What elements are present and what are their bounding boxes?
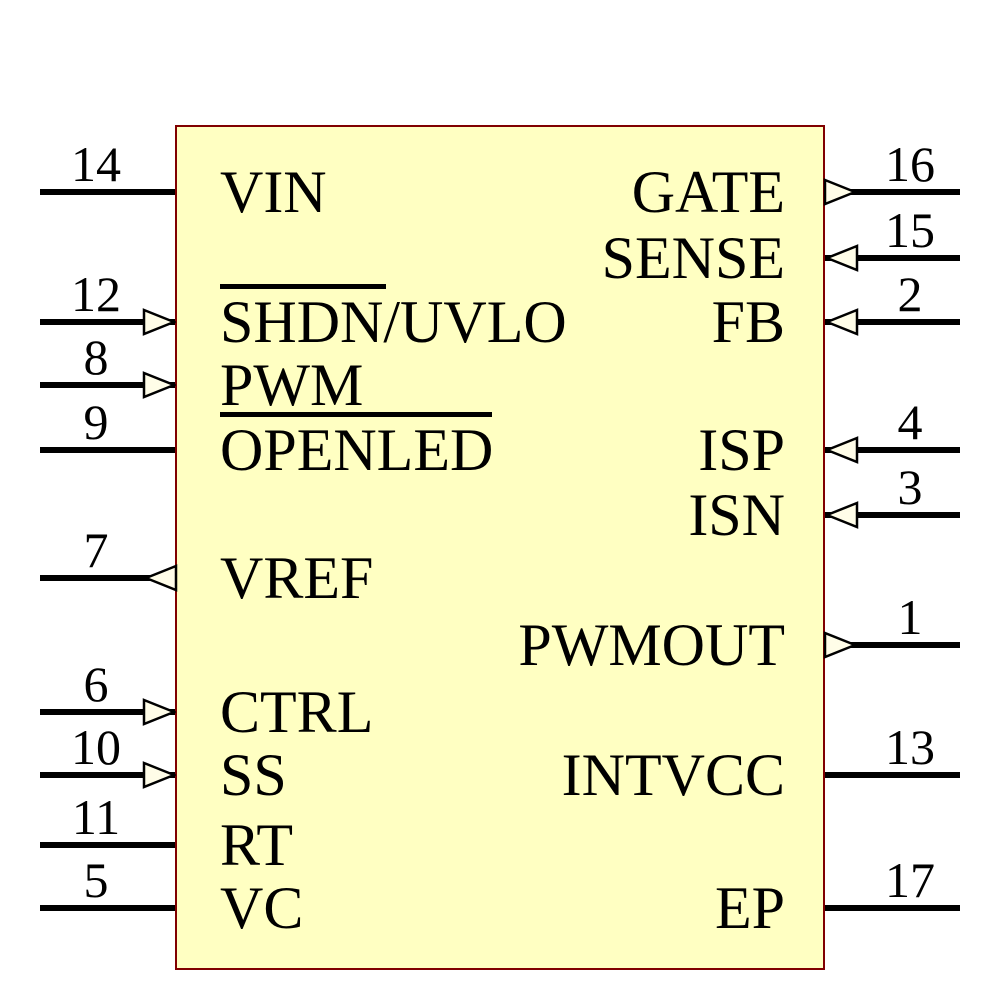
pin-number: 14 — [71, 136, 121, 192]
overline-bar — [220, 412, 492, 417]
pin-label: INTVCC — [561, 742, 785, 808]
pin-line[interactable] — [825, 905, 960, 911]
overline-bar — [220, 284, 386, 289]
pin-label: GATE — [631, 159, 785, 225]
pin-label: VREF — [220, 545, 374, 611]
input-arrow-icon — [825, 244, 859, 272]
pin-line[interactable] — [825, 189, 960, 195]
input-arrow-icon — [825, 308, 859, 336]
pin-line[interactable] — [825, 319, 960, 325]
pin-line[interactable] — [40, 319, 175, 325]
pin-line[interactable] — [40, 709, 175, 715]
pin-label: VIN — [220, 159, 327, 225]
pin-line[interactable] — [40, 575, 175, 581]
output-arrow-icon — [823, 178, 857, 206]
input-arrow-icon — [825, 436, 859, 464]
input-arrow-icon — [142, 698, 176, 726]
pin-number: 15 — [885, 202, 935, 258]
pin-line[interactable] — [825, 447, 960, 453]
input-arrow-icon — [142, 308, 176, 336]
pin-label: SHDN/UVLO — [220, 289, 567, 355]
pin-label: PWM — [220, 352, 364, 418]
ic-body[interactable] — [175, 125, 825, 970]
pin-number: 17 — [885, 852, 935, 908]
pin-line[interactable] — [40, 842, 175, 848]
pin-number: 12 — [71, 266, 121, 322]
pin-line[interactable] — [825, 772, 960, 778]
pin-line[interactable] — [40, 772, 175, 778]
pin-label: ISN — [688, 482, 785, 548]
pin-line[interactable] — [40, 447, 175, 453]
pin-line[interactable] — [825, 255, 960, 261]
pin-label: EP — [714, 875, 785, 941]
pin-number: 1 — [897, 589, 923, 645]
pin-label: SENSE — [601, 225, 785, 291]
pin-number: 5 — [83, 852, 109, 908]
pin-line[interactable] — [40, 905, 175, 911]
pin-number: 13 — [885, 719, 935, 775]
input-arrow-icon — [142, 761, 176, 789]
pin-label: CTRL — [220, 679, 374, 745]
pin-label: PWMOUT — [518, 612, 785, 678]
input-arrow-icon — [825, 501, 859, 529]
pin-label: SS — [220, 742, 287, 808]
pin-number: 7 — [83, 522, 109, 578]
pin-line[interactable] — [40, 382, 175, 388]
pin-number: 9 — [83, 394, 109, 450]
pin-number: 2 — [897, 266, 923, 322]
pin-number: 8 — [83, 329, 109, 385]
pin-line[interactable] — [825, 642, 960, 648]
pin-number: 10 — [71, 719, 121, 775]
pin-label: OPENLED — [220, 417, 494, 483]
pin-number: 11 — [71, 789, 121, 845]
output-arrow-icon — [144, 564, 178, 592]
pin-number: 3 — [897, 459, 923, 515]
pin-line[interactable] — [40, 189, 175, 195]
pin-number: 16 — [885, 136, 935, 192]
pin-label: FB — [711, 289, 785, 355]
input-arrow-icon — [142, 371, 176, 399]
pin-line[interactable] — [825, 512, 960, 518]
pin-number: 4 — [897, 394, 923, 450]
pin-label: VC — [220, 875, 304, 941]
output-arrow-icon — [823, 631, 857, 659]
pin-label: RT — [220, 812, 294, 878]
pin-number: 6 — [83, 656, 109, 712]
pin-label: ISP — [698, 417, 785, 483]
